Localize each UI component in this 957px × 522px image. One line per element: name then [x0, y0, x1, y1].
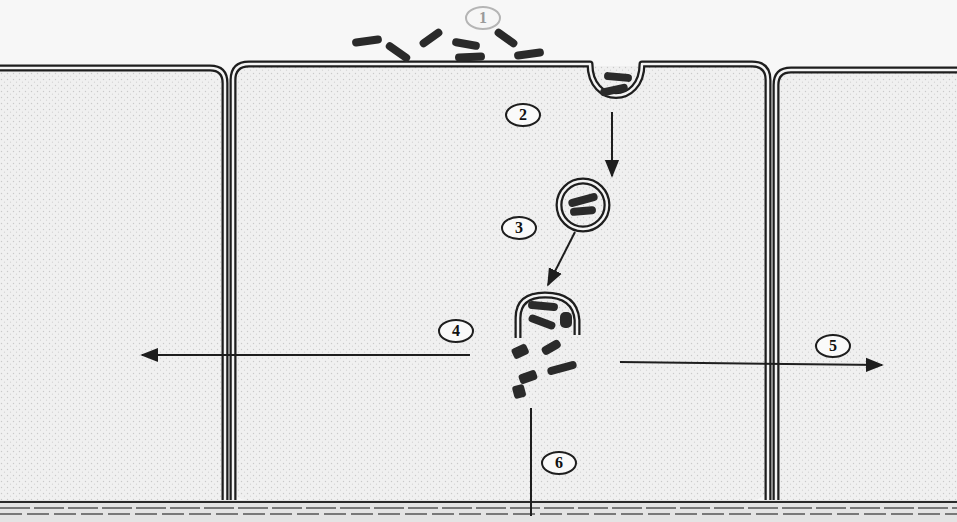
right-cell — [776, 71, 957, 500]
callout-number: 6 — [541, 451, 577, 475]
bacteria-entering — [599, 72, 632, 97]
callout-number: 5 — [815, 334, 851, 358]
middle-cell — [233, 66, 767, 500]
opening-vacuole — [518, 295, 577, 338]
left-cell — [0, 70, 224, 500]
callout-number: 1 — [465, 6, 501, 30]
callout-number: 3 — [501, 216, 537, 240]
callout-number: 4 — [438, 319, 474, 343]
callout-number: 2 — [505, 103, 541, 127]
released-bacteria — [511, 339, 578, 400]
basement-membrane — [0, 500, 957, 522]
endocytic-vesicle — [559, 181, 607, 229]
cell-membranes — [0, 64, 957, 500]
process-arrows — [142, 112, 882, 516]
bacteria-outside — [352, 27, 545, 63]
